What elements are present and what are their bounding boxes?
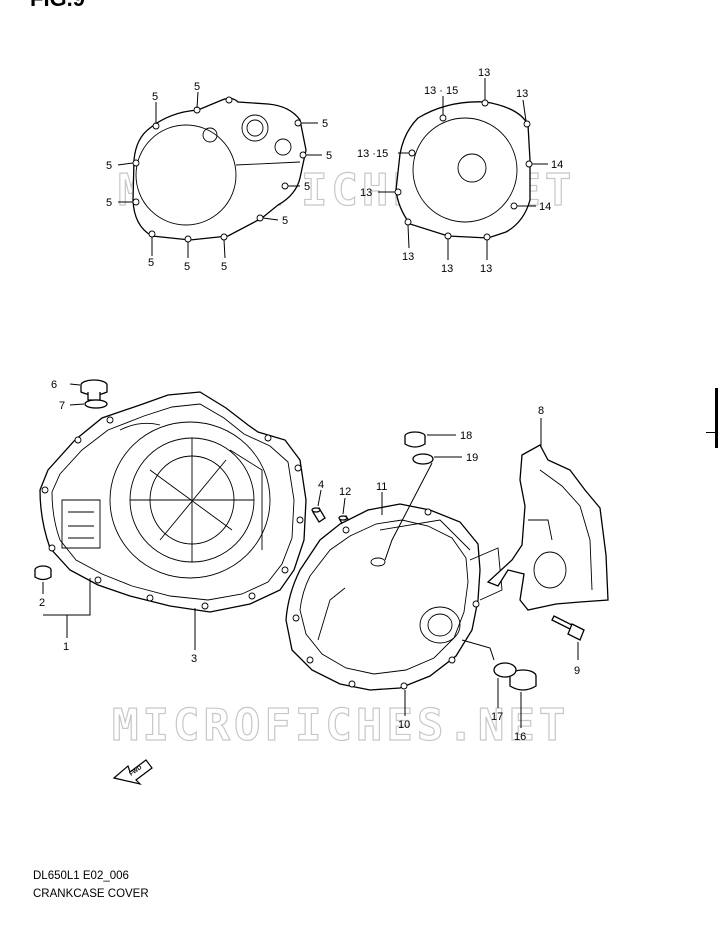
callout-17: 17 xyxy=(491,711,503,723)
callout-19: 19 xyxy=(466,452,478,464)
callout-left-gasket-bolt: 5 xyxy=(106,197,112,209)
callout-right-gasket-bolt: 13 xyxy=(360,187,372,199)
callout-left-gasket-bolt: 5 xyxy=(282,215,288,227)
fwd-arrow-icon: FWD xyxy=(112,759,153,786)
plug xyxy=(34,565,52,581)
callout-1: 1 xyxy=(63,641,69,653)
inspection-cap xyxy=(404,431,426,448)
diagram-title: CRANKCASE COVER xyxy=(33,888,149,900)
labels-left-gasket: 5 5 5 5 5 5 5 5 5 5 5 xyxy=(106,81,332,273)
callout-right-gasket-bolt: 14 xyxy=(539,201,551,213)
sprocket-cover xyxy=(486,444,609,611)
clutch-cover-bolt-holes xyxy=(41,416,304,610)
o-ring-cap-19 xyxy=(412,453,434,465)
timing-plug xyxy=(509,669,537,691)
edge-tick xyxy=(706,432,718,433)
leaders-right-gasket xyxy=(378,78,548,260)
gasket-clutch-cover xyxy=(132,96,307,243)
callout-left-gasket-bolt: 5 xyxy=(322,118,328,130)
callout-right-gasket-bolt: 13 xyxy=(480,263,492,275)
generator-cover-bolt-holes xyxy=(292,508,480,690)
o-ring-cap xyxy=(84,399,108,409)
watermark-bottom: MICROFICHES.NET xyxy=(112,700,569,751)
generator-cover xyxy=(285,503,503,691)
callout-2: 2 xyxy=(39,597,45,609)
callout-left-gasket-bolt: 5 xyxy=(304,181,310,193)
callout-left-gasket-bolt: 5 xyxy=(194,81,200,93)
callout-right-gasket-bolt: 13 xyxy=(441,263,453,275)
callout-9: 9 xyxy=(574,665,580,677)
clutch-cover-outer xyxy=(39,391,307,613)
callout-left-gasket-bolt: 5 xyxy=(152,91,158,103)
callout-left-gasket-bolt: 5 xyxy=(326,150,332,162)
callout-right-gasket-bolt: 13 · 15 xyxy=(424,85,458,97)
callout-right-gasket-bolt: 13 ·15 xyxy=(357,148,388,160)
callout-10: 10 xyxy=(398,719,410,731)
callout-left-gasket-bolt: 5 xyxy=(221,261,227,273)
callout-4: 4 xyxy=(318,479,324,491)
gasket-generator-cover xyxy=(394,99,533,241)
leaders-left-gasket xyxy=(117,91,322,259)
callout-18: 18 xyxy=(460,430,472,442)
callout-6: 6 xyxy=(51,379,57,391)
callout-left-gasket-bolt: 5 xyxy=(184,261,190,273)
figure-title: FIG.9 xyxy=(30,0,85,12)
callout-left-gasket-bolt: 5 xyxy=(148,257,154,269)
callout-3: 3 xyxy=(191,653,197,665)
callout-right-gasket-bolt: 14 xyxy=(551,159,563,171)
labels-main: 6 7 2 1 3 4 12 11 10 18 19 8 9 17 16 xyxy=(39,379,580,743)
callout-7: 7 xyxy=(59,400,65,412)
callout-right-gasket-bolt: 13 xyxy=(478,67,490,79)
callout-8: 8 xyxy=(538,405,544,417)
callout-11: 11 xyxy=(376,481,387,493)
diagram-code: DL650L1 E02_006 xyxy=(33,870,129,882)
callout-12: 12 xyxy=(339,486,351,498)
callout-left-gasket-bolt: 5 xyxy=(106,160,112,172)
leaders-main xyxy=(42,383,579,728)
callout-right-gasket-bolt: 13 xyxy=(402,251,414,263)
edge-mark xyxy=(715,388,718,448)
callout-right-gasket-bolt: 13 xyxy=(516,88,528,100)
o-ring-plug xyxy=(493,662,517,678)
oil-filler-cap xyxy=(80,379,108,401)
bolt-9 xyxy=(551,615,585,641)
dowel-pin-4 xyxy=(311,507,326,523)
labels-right-gasket: 13 13 13 · 15 13 ·15 14 13 14 13 13 13 xyxy=(357,67,563,275)
callout-16: 16 xyxy=(514,731,526,743)
